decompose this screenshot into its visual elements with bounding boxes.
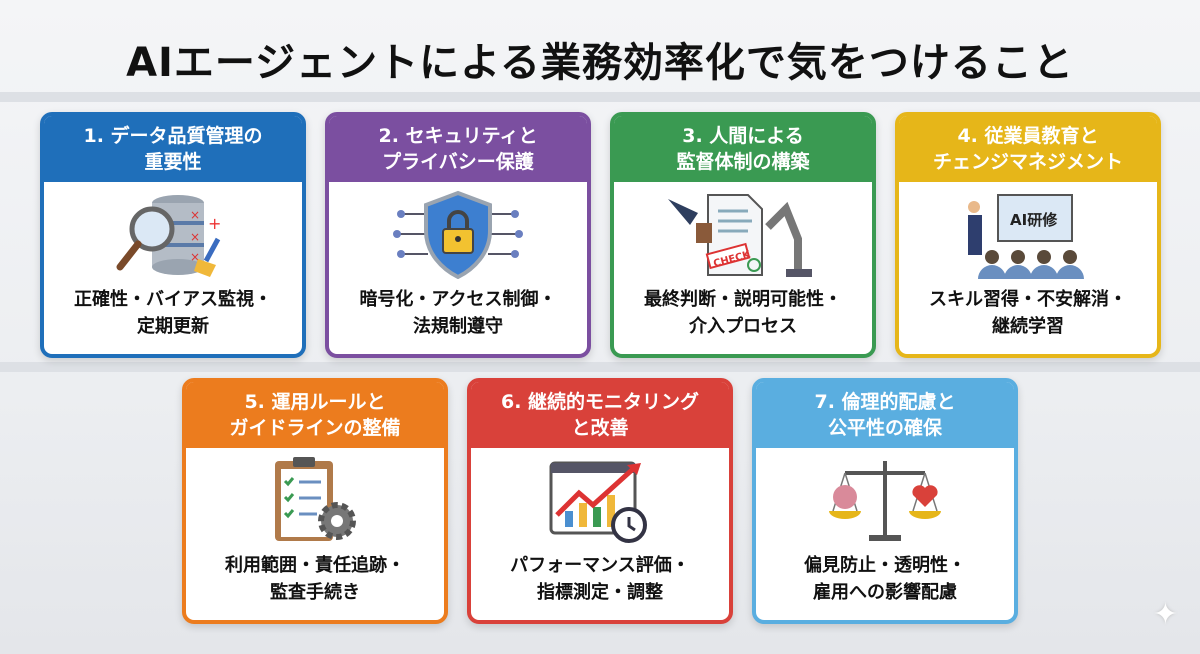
card-description: 正確性・バイアス監視・ 定期更新 [74, 289, 272, 337]
card-ethics: 7. 倫理的配慮と 公平性の確保 偏見防止・透明性・ 雇用への影響配慮 [752, 378, 1018, 624]
chart-clock-icon [471, 448, 729, 552]
card-title: 2. セキュリティと プライバシー保護 [329, 116, 587, 182]
shield-lock-icon [329, 182, 587, 286]
training-board-text: AI研修 [1010, 211, 1058, 229]
card-title: 1. データ品質管理の 重要性 [44, 116, 302, 182]
card-title: 3. 人間による 監督体制の構築 [614, 116, 872, 182]
bg-line [0, 362, 1200, 372]
card-description: 偏見防止・透明性・ 雇用への影響配慮 [804, 555, 966, 603]
card-title: 6. 継続的モニタリング と改善 [471, 382, 729, 448]
stamp-robot-icon: CHECK [614, 182, 872, 286]
card-employee-education: 4. 従業員教育と チェンジマネジメント AI研修 スキル習得・不安解消・ 継続… [895, 112, 1161, 358]
svg-text:×: × [190, 208, 200, 222]
sparkle-icon: ✦ [1152, 597, 1178, 632]
card-security: 2. セキュリティと プライバシー保護 暗号化・アクセス制御・ 法規制遵守 [325, 112, 591, 358]
card-description: 暗号化・アクセス制御・ 法規制遵守 [359, 289, 557, 337]
card-monitoring: 6. 継続的モニタリング と改善 パフォーマンス評価・ 指標測定・調整 [467, 378, 733, 624]
card-description: パフォーマンス評価・ 指標測定・調整 [510, 555, 690, 603]
training-icon: AI研修 [899, 182, 1157, 286]
card-data-quality: 1. データ品質管理の 重要性 × × × + 正確性・バイアス監視・ 定期更新 [40, 112, 306, 358]
svg-text:×: × [190, 230, 200, 244]
scale-icon [756, 448, 1014, 552]
card-operation-rules: 5. 運用ルールと ガイドラインの整備 利用範囲・責任追跡・ 監査手続き [182, 378, 448, 624]
card-description: 最終判断・説明可能性・ 介入プロセス [644, 289, 842, 337]
card-title: 5. 運用ルールと ガイドラインの整備 [186, 382, 444, 448]
database-magnifier-icon: × × × + [44, 182, 302, 286]
card-title: 7. 倫理的配慮と 公平性の確保 [756, 382, 1014, 448]
clipboard-gear-icon [186, 448, 444, 552]
card-description: 利用範囲・責任追跡・ 監査手続き [225, 555, 405, 603]
card-title: 4. 従業員教育と チェンジマネジメント [899, 116, 1157, 182]
card-human-oversight: 3. 人間による 監督体制の構築 CHECK 最終判断・説明可能性・ 介入プロセ… [610, 112, 876, 358]
svg-text:×: × [190, 250, 200, 264]
svg-text:+: + [208, 214, 221, 233]
page-title: AIエージェントによる業務効率化で気をつけること [126, 40, 1074, 86]
bg-line [0, 92, 1200, 102]
card-description: スキル習得・不安解消・ 継続学習 [929, 289, 1127, 337]
